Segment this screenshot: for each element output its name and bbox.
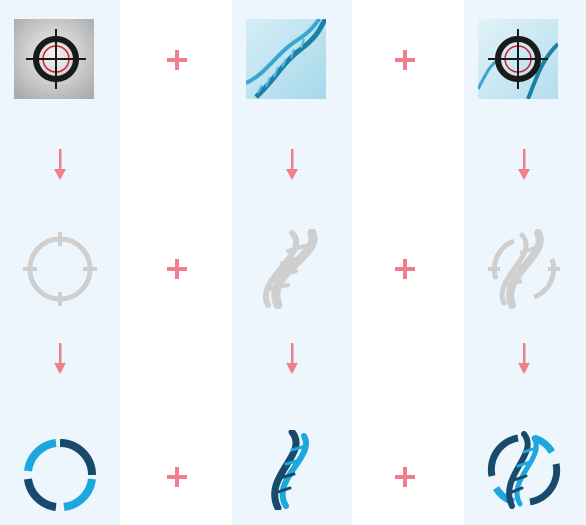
plus-icon: [395, 467, 415, 487]
down-arrow-icon: [54, 149, 66, 180]
down-arrow-icon: [518, 149, 530, 180]
plus-icon: [167, 467, 187, 487]
target-logo-icon: [24, 439, 96, 511]
down-arrow-icon: [54, 343, 66, 374]
down-arrow-icon: [286, 343, 298, 374]
dna-photo: [246, 19, 326, 99]
plus-icon: [395, 50, 415, 70]
down-arrow-icon: [286, 149, 298, 180]
crosshair-dna-grey-icon: [488, 229, 560, 309]
dna-grey-icon: [262, 229, 318, 309]
target-photo: [14, 19, 94, 99]
plus-icon: [395, 259, 415, 279]
down-arrow-icon: [518, 343, 530, 374]
plus-icon: [167, 259, 187, 279]
crosshair-grey-icon: [23, 232, 97, 306]
combined-logo-icon: [487, 431, 561, 509]
plus-icon: [167, 50, 187, 70]
dna-logo-icon: [271, 430, 309, 510]
combined-photo: [478, 19, 558, 99]
